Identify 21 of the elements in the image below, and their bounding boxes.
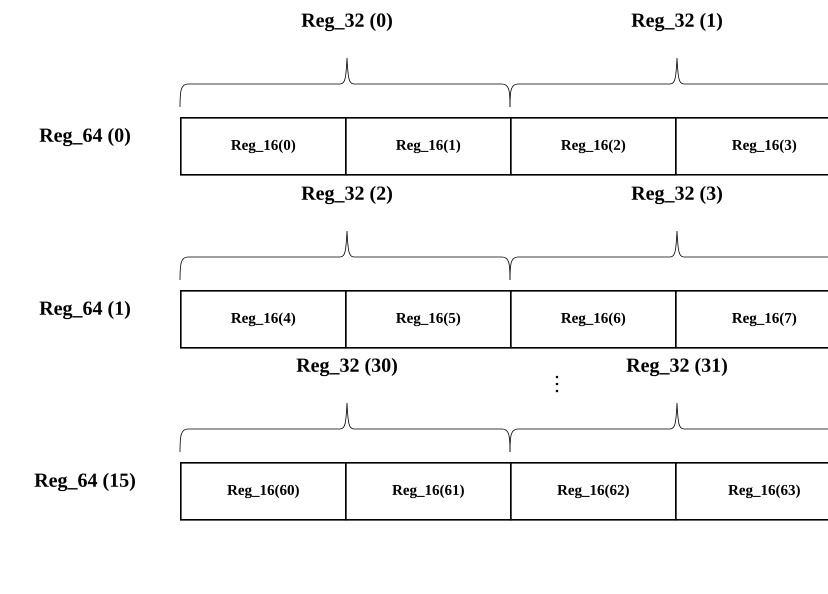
register-cell: Reg_16(62) bbox=[510, 462, 677, 521]
register-cell: Reg_16(0) bbox=[180, 117, 347, 176]
register-cell: Reg_16(6) bbox=[510, 290, 677, 349]
register-cell: Reg_16(4) bbox=[180, 290, 347, 349]
register-label: Reg_32 (1) bbox=[632, 12, 722, 32]
register-label: Reg_32 (2) bbox=[302, 186, 392, 204]
register-cell: Reg_16(63) bbox=[675, 462, 828, 521]
register-label: Reg_64 (0) bbox=[40, 128, 130, 146]
register-cell: Reg_16(60) bbox=[180, 462, 347, 521]
register-label: Reg_32 (0) bbox=[302, 12, 392, 32]
register-cell: Reg_16(7) bbox=[675, 290, 828, 349]
register-cell: Reg_16(3) bbox=[675, 117, 828, 176]
register-cell: Reg_16(2) bbox=[510, 117, 677, 176]
register-label: Reg_32 (30) bbox=[296, 358, 397, 376]
register-cell: Reg_16(1) bbox=[345, 117, 512, 176]
register-cell: Reg_16(5) bbox=[345, 290, 512, 349]
register-label: Reg_64 (1) bbox=[40, 300, 130, 320]
register-cell: Reg_16(61) bbox=[345, 462, 512, 521]
register-label: Reg_32 (31) bbox=[626, 358, 727, 376]
register-label: Reg_64 (15) bbox=[34, 472, 135, 492]
register-label: Reg_32 (3) bbox=[632, 186, 722, 204]
